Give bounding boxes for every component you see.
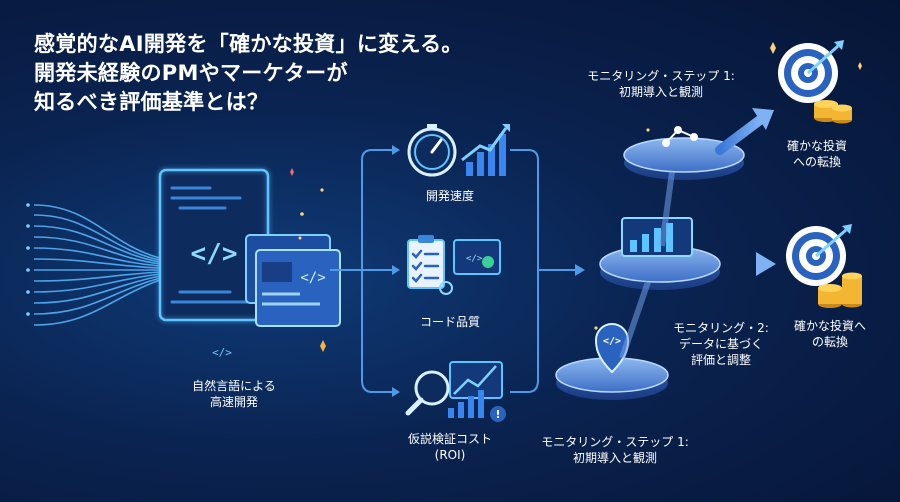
target-icon-top bbox=[778, 40, 844, 103]
disc-connectors bbox=[619, 171, 675, 359]
monitoring-top-label: モニタリング・ステップ 1: 初期導入と観測 bbox=[587, 69, 735, 99]
svg-text:</>: </> bbox=[300, 270, 325, 286]
outcome-mid-label: 確かな投資へ の転換 bbox=[793, 319, 866, 349]
network-nodes-icon bbox=[662, 126, 698, 147]
svg-text:</>: </> bbox=[603, 336, 621, 347]
disc-mid bbox=[599, 217, 721, 290]
monitoring-mid-label: モニタリング・2: データに基づく 評価と調整 bbox=[673, 321, 769, 367]
source-label-line-1: 自然言語による bbox=[192, 379, 276, 393]
svg-text:</>: </> bbox=[212, 346, 232, 359]
code-window-icon: </> </> </> bbox=[157, 167, 341, 359]
checklist-icon: </> bbox=[407, 235, 501, 295]
monitoring-bottom-label: モニタリング・ステップ 1: 初期導入と観測 bbox=[541, 435, 689, 465]
page-title: 感覚的なAI開発を「確かな投資」に変える。 開発未経験のPMやマーケターが 知る… bbox=[34, 30, 554, 117]
coins-icon-top bbox=[814, 100, 852, 124]
title-line-3: 知るべき評価基準とは？ bbox=[34, 90, 269, 114]
metric-label-roi: 仮説検証コスト (ROI) bbox=[407, 432, 492, 462]
outcome-sparkles bbox=[594, 42, 862, 330]
branch-arrows bbox=[330, 149, 392, 393]
outcome-top-label: 確かな投資 への転換 bbox=[786, 139, 847, 169]
source-label-line-2: 高速開発 bbox=[209, 395, 258, 409]
svg-text:</>: </> bbox=[466, 254, 483, 264]
title-line-1: 感覚的なAI開発を「確かな投資」に変える。 bbox=[34, 32, 463, 56]
sparkle-decorations bbox=[290, 168, 326, 352]
merge-arrows bbox=[510, 149, 575, 393]
merge-arrowhead bbox=[575, 264, 585, 276]
source-label: 自然言語による 高速開発 bbox=[174, 378, 294, 410]
metric-label-quality: コード品質 bbox=[419, 315, 480, 329]
svg-text:!: ! bbox=[495, 408, 500, 421]
coins-icon-mid bbox=[818, 272, 862, 308]
input-stream-lines bbox=[33, 204, 161, 326]
input-stream-dots bbox=[26, 203, 30, 316]
outcome-arrow-top bbox=[715, 108, 774, 155]
title-line-2: 開発未経験のPMやマーケターが bbox=[34, 61, 348, 85]
branch-arrowheads bbox=[392, 145, 400, 397]
magnifier-chart-icon: ! bbox=[405, 361, 506, 422]
stopwatch-icon bbox=[407, 124, 457, 177]
svg-text:</>: </> bbox=[191, 239, 238, 269]
target-icon-mid bbox=[786, 224, 852, 286]
speed-bar-chart-icon bbox=[461, 124, 510, 176]
bar-chart-icon bbox=[621, 217, 693, 257]
disc-bottom: </> bbox=[555, 323, 669, 400]
outcome-arrow-mid bbox=[722, 252, 776, 276]
disc-top bbox=[623, 126, 745, 180]
metric-label-speed: 開発速度 bbox=[425, 189, 474, 203]
